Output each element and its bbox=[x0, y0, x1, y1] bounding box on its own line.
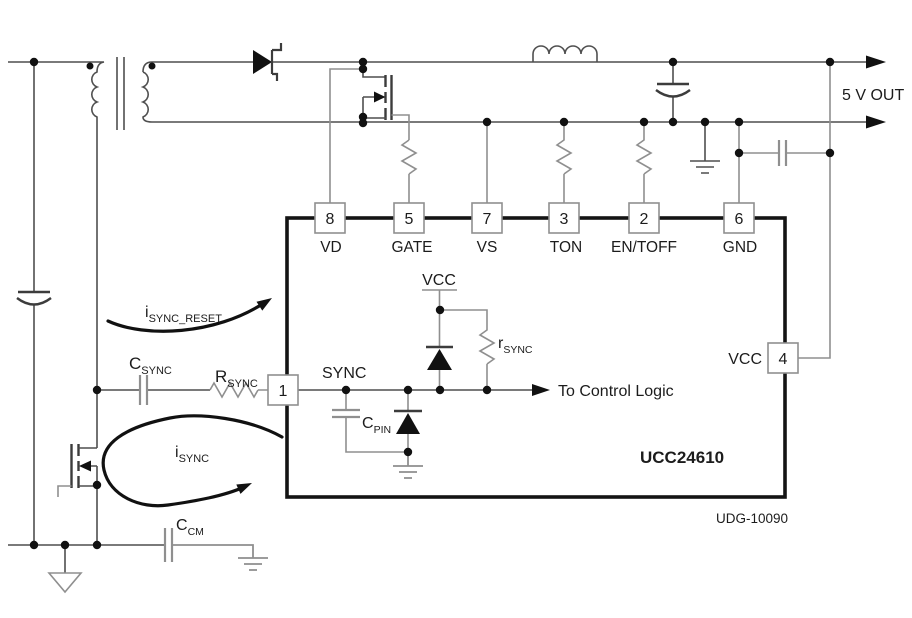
to-control-logic-arrow bbox=[532, 384, 550, 396]
pin-number: 4 bbox=[779, 351, 788, 368]
i-sync-arrow bbox=[101, 414, 284, 508]
gate-resistor bbox=[400, 139, 418, 203]
sync-net-label: SYNC bbox=[322, 365, 366, 382]
pin-name-label: EN/TOFF bbox=[611, 239, 677, 256]
pin-number: 5 bbox=[405, 211, 414, 228]
ic-ground-symbol bbox=[393, 452, 423, 479]
primary-polarity-dot bbox=[86, 62, 94, 70]
i-sync-label: iSYNC bbox=[175, 444, 209, 465]
fet-body-arrow-icon bbox=[374, 91, 386, 103]
chassis-ground-symbol bbox=[47, 545, 83, 594]
pin-number: 7 bbox=[483, 211, 492, 228]
figure-code-label: UDG-10090 bbox=[716, 511, 788, 526]
esd-diode-to-ground bbox=[394, 390, 422, 452]
sync-rectifier-mosfet bbox=[362, 62, 410, 140]
fet-terminals bbox=[78, 447, 98, 545]
output-arrow-bottom bbox=[866, 115, 886, 129]
pin-name-label: VD bbox=[320, 239, 342, 256]
pin-4-vcc: 4 VCC bbox=[728, 342, 799, 374]
i-sync-reset-label: iSYNC_RESET bbox=[145, 304, 222, 325]
fet-gate-stub bbox=[57, 485, 72, 497]
pin-1-sync: 1 SYNC bbox=[267, 365, 366, 406]
primary-mosfet bbox=[57, 444, 98, 545]
c-pin-capacitor bbox=[332, 390, 408, 453]
output-inductor bbox=[532, 45, 598, 62]
pin-number: 8 bbox=[326, 211, 335, 228]
pin-name-label: VS bbox=[477, 239, 498, 256]
pin-name-label: GND bbox=[723, 239, 757, 256]
output-rail-top bbox=[272, 55, 886, 69]
secondary-winding bbox=[140, 61, 253, 123]
r-sync-resistor bbox=[209, 381, 268, 399]
c-sync-capacitor bbox=[97, 375, 210, 405]
r-sync-label: RSYNC bbox=[215, 367, 258, 390]
fet-body-arrow-icon bbox=[79, 460, 91, 472]
c-sync-label: CSYNC bbox=[129, 354, 172, 377]
pin-2-en-toff: 2 EN/TOFF bbox=[611, 202, 677, 256]
pin-3-ton: 3 TON bbox=[548, 202, 582, 256]
bulk-capacitor bbox=[16, 62, 52, 545]
clamp-diode-to-vcc bbox=[426, 310, 453, 390]
pin-number: 3 bbox=[560, 211, 569, 228]
r-sync-internal-resistor bbox=[439, 309, 496, 390]
output-rail-bottom bbox=[152, 115, 886, 129]
pin-7-vs: 7 VS bbox=[471, 202, 503, 256]
transformer-core bbox=[116, 57, 125, 130]
pin-6-gnd: 6 GND bbox=[723, 202, 757, 256]
pin-8-vd: 8 VD bbox=[314, 202, 346, 256]
ic-name-label: UCC24610 bbox=[640, 448, 724, 467]
vcc-internal-label: VCC bbox=[422, 272, 456, 289]
to-control-logic-label: To Control Logic bbox=[558, 383, 674, 400]
sync-net bbox=[298, 384, 550, 396]
r-sync-internal-label: rSYNC bbox=[498, 335, 533, 356]
output-capacitor bbox=[655, 62, 691, 122]
output-arrow-top bbox=[866, 55, 886, 69]
fet-gate-lead bbox=[391, 114, 410, 140]
junction-dots bbox=[29, 57, 835, 550]
vcc-bypass-capacitor bbox=[739, 140, 830, 166]
vcc-pin-wire bbox=[798, 62, 831, 359]
output-ground-symbol bbox=[690, 122, 720, 174]
c-cm-label: CCM bbox=[176, 517, 204, 538]
pin-name-label: GATE bbox=[391, 239, 432, 256]
pin-name-label: TON bbox=[550, 239, 582, 256]
ton-resistor bbox=[555, 122, 573, 203]
pin-number: 1 bbox=[279, 383, 288, 400]
vd-pin-wire bbox=[329, 68, 363, 203]
secondary-polarity-dot bbox=[148, 62, 156, 70]
i-sync-reset-arrow bbox=[106, 298, 272, 333]
pin-number: 2 bbox=[640, 211, 649, 228]
vcc-pin-label: VCC bbox=[728, 351, 762, 368]
output-voltage-label: 5 V OUT bbox=[842, 87, 904, 104]
c-pin-label: CPIN bbox=[362, 415, 391, 436]
pin-5-gate: 5 GATE bbox=[391, 202, 433, 256]
transformer bbox=[8, 57, 253, 448]
en-toff-resistor bbox=[635, 122, 653, 203]
c-cm-capacitor bbox=[163, 528, 268, 571]
schottky-diode bbox=[253, 43, 283, 81]
primary-winding bbox=[8, 61, 105, 448]
pin-number: 6 bbox=[735, 211, 744, 228]
